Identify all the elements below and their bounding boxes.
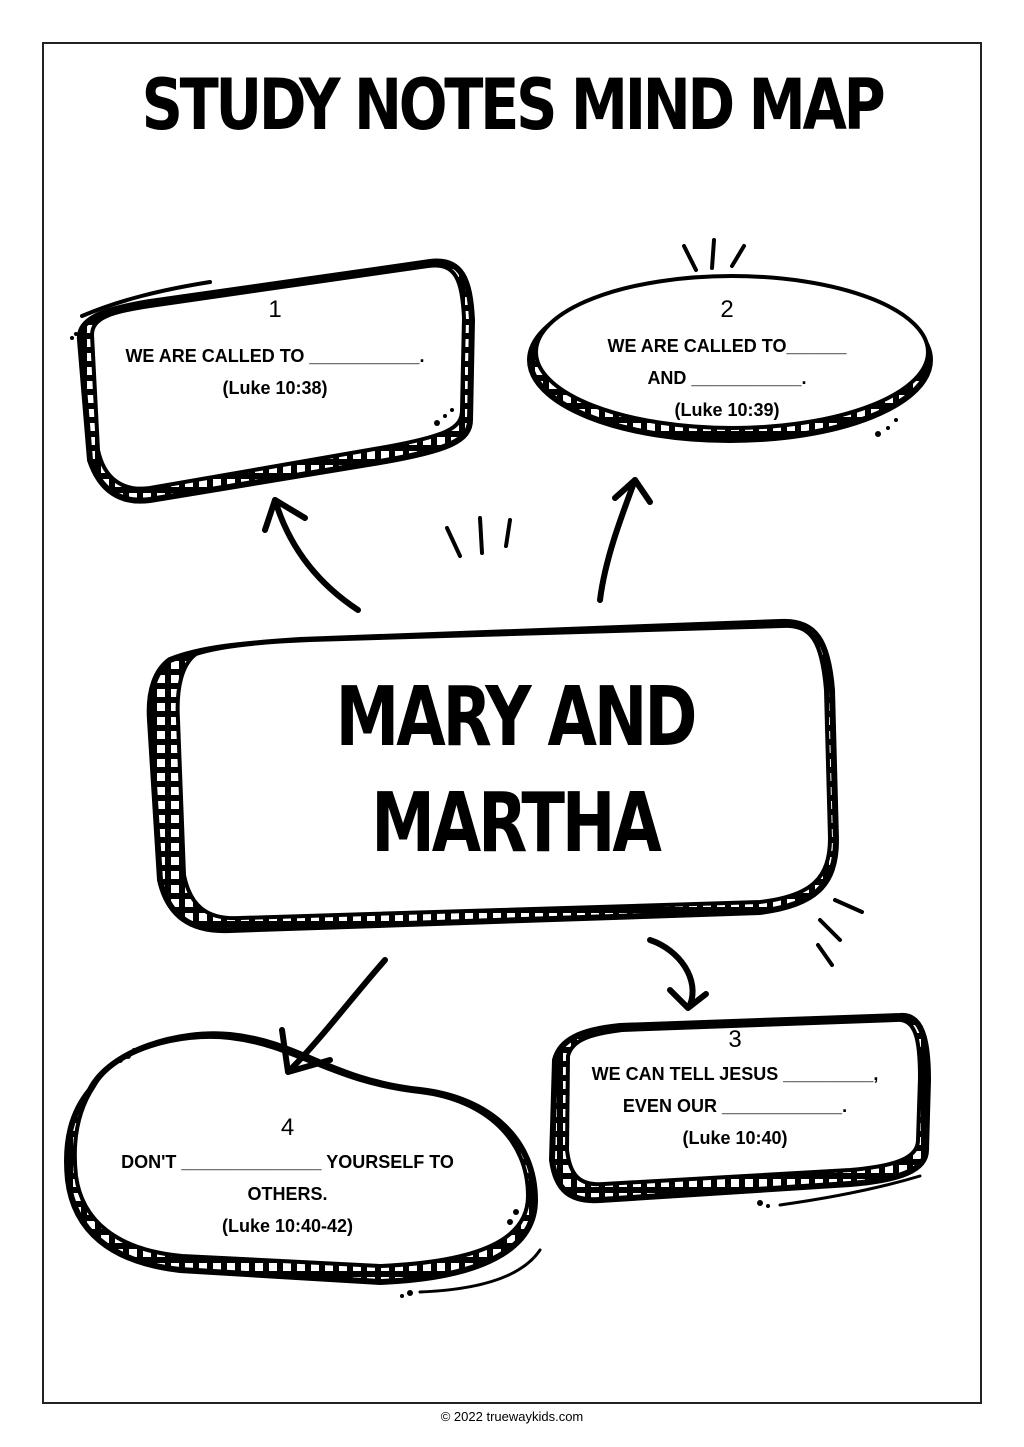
copyright-footer: © 2022 truewaykids.com	[440, 1409, 584, 1424]
bubble-number: 1	[268, 296, 282, 323]
prompt-line: EVEN OUR ____________.	[622, 1096, 848, 1116]
center-topic: MARY AND MARTHA	[308, 665, 721, 877]
bubble-4-shape	[64, 1031, 542, 1298]
bubble-4: 4 DON'T ______________ YOURSELF TO OTHER…	[80, 1114, 495, 1242]
scripture-reference: (Luke 10:39)	[674, 400, 780, 420]
bubble-number: 4	[280, 1114, 295, 1141]
scripture-reference: (Luke 10:38)	[222, 378, 328, 398]
page-border	[42, 42, 982, 1404]
scripture-reference: (Luke 10:40)	[682, 1128, 788, 1148]
prompt-line: WE CAN TELL JESUS _________,	[591, 1064, 879, 1084]
bubble-2-shape	[527, 238, 933, 443]
sparkle-lines-icon	[445, 516, 864, 967]
scripture-reference: (Luke 10:40-42)	[221, 1216, 354, 1236]
prompt-line: OTHERS.	[247, 1184, 328, 1204]
bubble-1-shape	[70, 258, 476, 504]
prompt-line: WE ARE CALLED TO______	[607, 336, 847, 356]
bubble-1: 1 WE ARE CALLED TO ___________. (Luke 10…	[90, 296, 460, 404]
arrow-icon	[262, 477, 709, 1075]
page-title: STUDY NOTES MIND MAP	[141, 64, 886, 146]
bubble-number: 3	[728, 1026, 742, 1053]
bubble-2: 2 WE ARE CALLED TO______ AND ___________…	[542, 296, 912, 426]
bubble-3-shape	[548, 1012, 932, 1208]
prompt-line: WE ARE CALLED TO ___________.	[125, 346, 425, 366]
prompt-line: AND ___________.	[647, 368, 807, 388]
prompt-line: DON'T ______________ YOURSELF TO	[121, 1152, 454, 1172]
bubble-3: 3 WE CAN TELL JESUS _________, EVEN OUR …	[555, 1026, 915, 1154]
center-topic-line-1: MARY AND	[335, 670, 698, 765]
sparkle-lines-icon	[682, 244, 698, 272]
bubble-number: 2	[720, 296, 734, 323]
center-box-shape	[146, 618, 840, 934]
center-topic-line-2: MARTHA	[371, 776, 662, 871]
